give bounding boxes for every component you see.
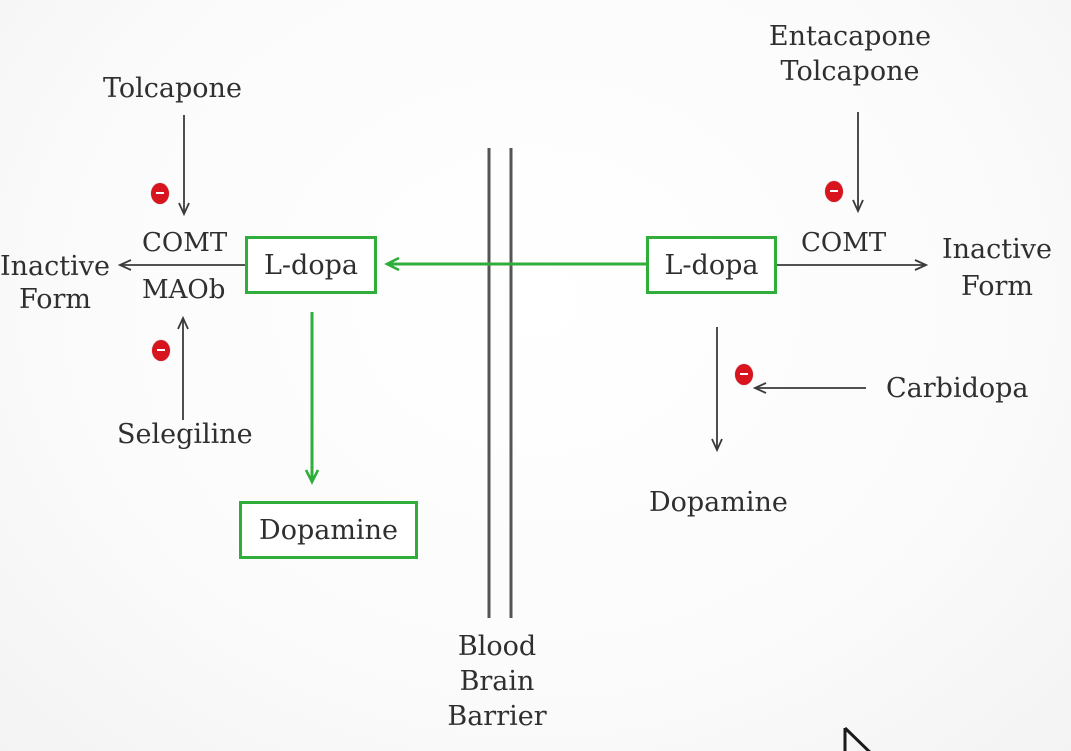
left-comt-label: COMT (142, 228, 228, 258)
barrier-line3: Barrier (447, 701, 547, 733)
blood-brain-barrier-label: Blood Brain Barrier (436, 631, 558, 732)
right-dopamine-label: Dopamine (649, 487, 788, 518)
inhibition-minus-icon (152, 340, 170, 361)
right-inactive-form-label: Inactive Form (935, 234, 1059, 302)
barrier-line2: Brain (459, 666, 535, 698)
barrier-line1: Blood (457, 631, 537, 662)
right-inhibitors-label: Entacapone Tolcapone (745, 21, 955, 87)
inhibition-minus-icon (825, 181, 843, 202)
right-ldopa-box: L-dopa (646, 236, 777, 294)
left-tolcapone-label: Tolcapone (103, 73, 242, 104)
mouse-cursor-icon (843, 726, 871, 751)
right-inactive-line2: Form (960, 271, 1034, 303)
left-maob-label: MAOb (142, 275, 226, 305)
left-inactive-line2: Form (18, 284, 92, 316)
right-carbidopa-label: Carbidopa (886, 373, 1029, 404)
inhibition-minus-icon (735, 364, 753, 385)
right-ldopa-label: L-dopa (664, 249, 759, 281)
left-inactive-line1: Inactive (0, 251, 110, 282)
right-comt-label: COMT (801, 228, 887, 258)
right-tolcapone-label: Tolcapone (780, 56, 920, 88)
left-dopamine-label: Dopamine (259, 514, 398, 546)
left-ldopa-box: L-dopa (245, 236, 377, 294)
left-dopamine-box: Dopamine (239, 501, 418, 559)
left-ldopa-label: L-dopa (264, 249, 358, 281)
left-inactive-form-label: Inactive Form (0, 251, 116, 315)
inhibition-minus-icon (151, 183, 169, 204)
right-entacapone-label: Entacapone (768, 21, 932, 52)
right-inactive-line1: Inactive (942, 234, 1052, 265)
left-selegiline-label: Selegiline (117, 419, 253, 450)
